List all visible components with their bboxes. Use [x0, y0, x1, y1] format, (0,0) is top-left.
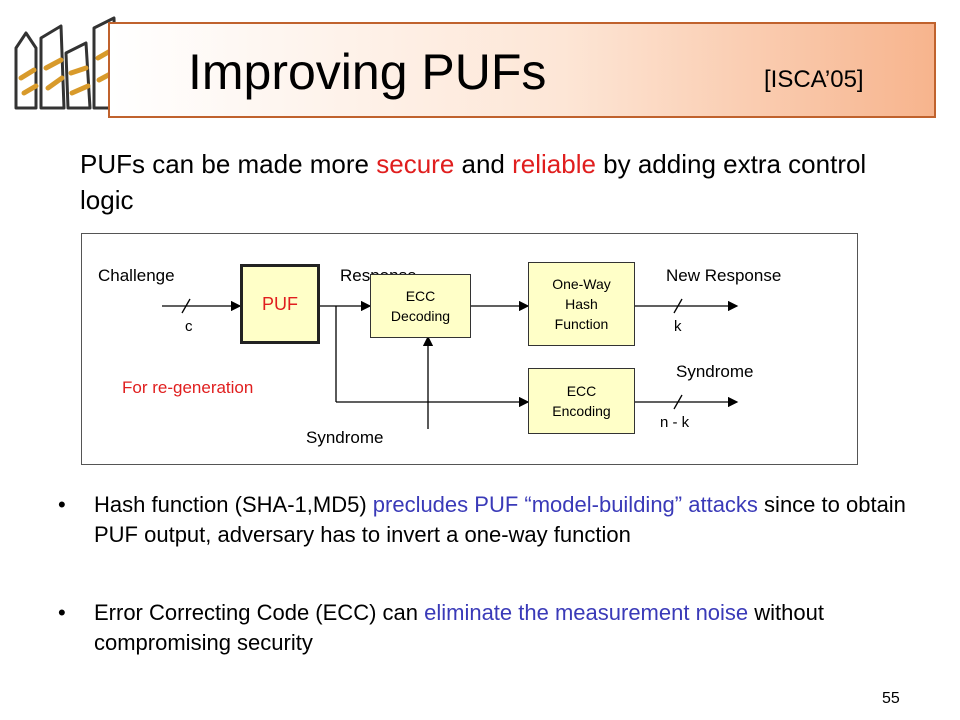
- puf-diagram: Challenge Response New Response PUF ECCD…: [81, 233, 858, 465]
- diagram-connectors: [162, 298, 739, 429]
- bullet-dot-icon: •: [58, 492, 66, 517]
- c-label: c: [185, 318, 193, 335]
- bullet-highlight: eliminate the measurement noise: [424, 600, 749, 625]
- secure-highlight: secure: [376, 149, 455, 179]
- syndrome-input-label: Syndrome: [306, 428, 384, 447]
- slide-title: Improving PUFs: [188, 44, 547, 100]
- syndrome-output-label: Syndrome: [676, 362, 754, 381]
- title-bar: [108, 22, 936, 118]
- regeneration-label: For re-generation: [122, 378, 254, 397]
- bullet-highlight: precludes PUF “model-building” attacks: [372, 492, 758, 517]
- citation: [ISCA’05]: [764, 66, 864, 93]
- puf-box: PUF: [240, 264, 320, 344]
- bullet-dot-icon: •: [58, 600, 66, 625]
- reliable-highlight: reliable: [512, 149, 596, 179]
- page-number: 55: [882, 690, 900, 707]
- intro-text: PUFs can be made more secure and reliabl…: [80, 149, 867, 215]
- challenge-label: Challenge: [98, 266, 175, 285]
- new-response-label: New Response: [666, 266, 782, 285]
- n-minus-k-label: n - k: [660, 414, 690, 431]
- k-label: k: [674, 318, 682, 335]
